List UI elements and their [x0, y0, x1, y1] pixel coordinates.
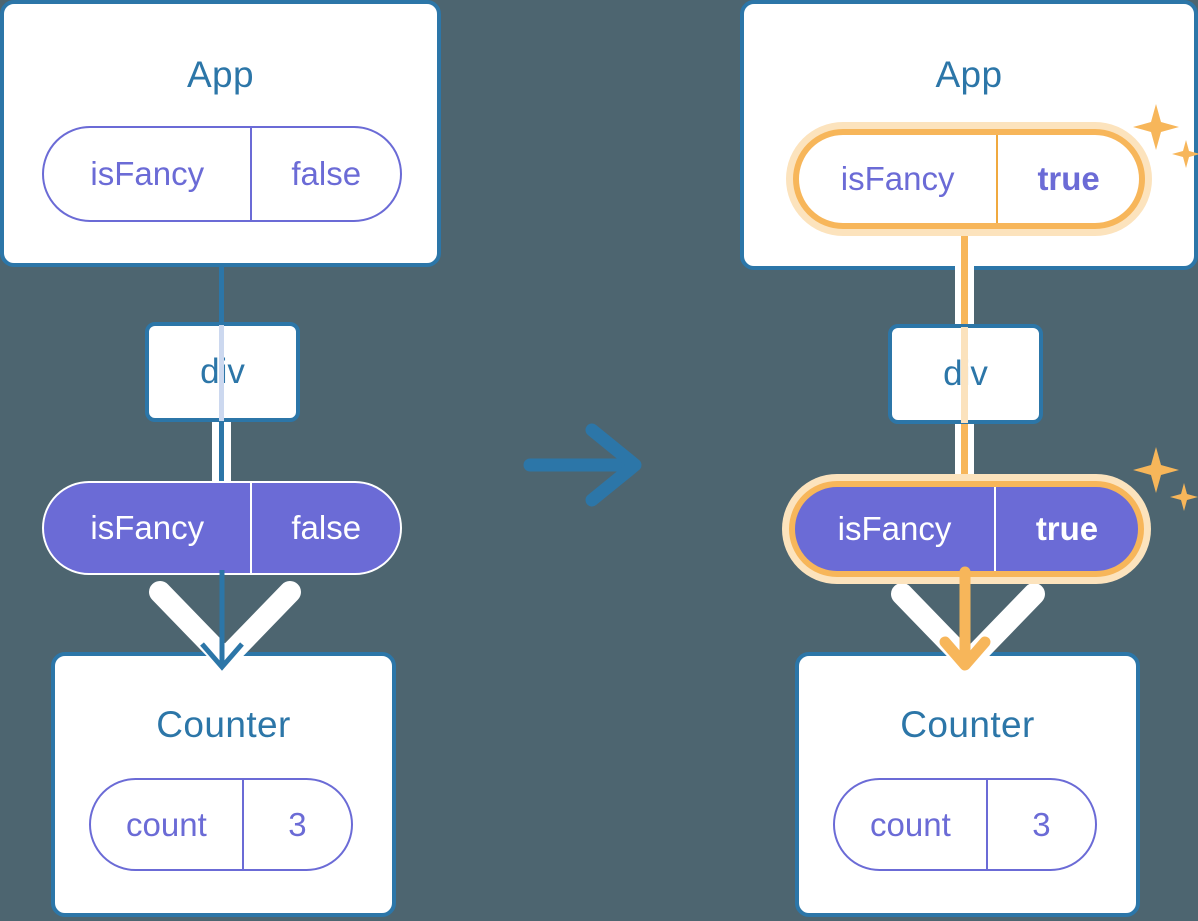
right-prop-sparkle-icon	[1133, 447, 1198, 511]
left-prop-name: isFancy	[90, 509, 205, 546]
transition-arrow-right-icon	[523, 423, 642, 507]
left-app-state-pill: isFancy false	[42, 126, 402, 222]
left-counter-state-pill: count 3	[89, 778, 353, 871]
left-counter-state-value: 3	[241, 780, 351, 869]
left-counter-title: Counter	[156, 704, 291, 745]
left-app-title: App	[186, 54, 255, 95]
right-prop-name: isFancy	[837, 510, 952, 547]
left-app-state-name: isFancy	[90, 155, 205, 192]
right-app-state-pill: isFancy true	[793, 129, 1145, 229]
right-counter-title: Counter	[900, 704, 1035, 745]
left-prop-to-counter-arrow	[200, 570, 244, 671]
right-counter-state-name: count	[870, 805, 951, 843]
right-connector-app-to-div	[961, 215, 968, 327]
left-prop-value: false	[250, 483, 400, 573]
right-divbox-inner-line	[961, 327, 968, 423]
right-counter-state-pill: count 3	[833, 778, 1097, 871]
left-connector-app-to-div	[219, 213, 224, 325]
right-app-state-name: isFancy	[840, 160, 955, 197]
right-prop-to-counter-arrow	[939, 566, 991, 671]
left-divbox-inner-line	[219, 325, 224, 421]
right-prop-pill: isFancy true	[789, 481, 1144, 577]
right-connector-div-to-prop	[961, 420, 968, 515]
right-app-title: App	[935, 54, 1003, 95]
right-app-state-value: true	[996, 135, 1139, 223]
left-connector-div-to-prop	[219, 418, 224, 513]
left-app-state-value: false	[250, 128, 400, 220]
left-prop-pill: isFancy false	[42, 481, 402, 575]
right-prop-value: true	[993, 487, 1138, 571]
right-app-sparkle-icon	[1133, 104, 1198, 168]
right-counter-state-value: 3	[985, 780, 1095, 869]
left-counter-state-name: count	[126, 805, 207, 843]
